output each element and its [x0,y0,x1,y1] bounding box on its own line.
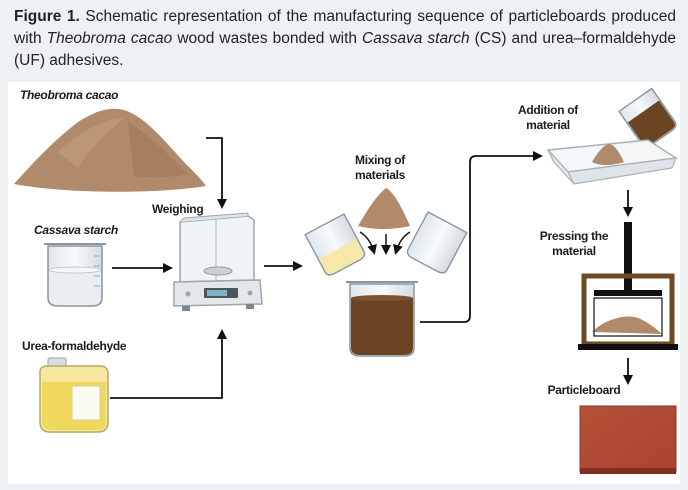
caption-species: Theobroma cacao [46,30,173,47]
caption-text-3: (CS) and urea–formaldehyde (UF) adhesive… [14,30,676,69]
hot-press-icon [578,222,678,350]
label-weighing: Weighing [152,202,203,216]
mixture-beaker-icon [346,281,418,357]
cassava-starch-beaker-icon [44,243,106,307]
tilted-beaker-starch-icon [304,213,366,276]
label-theobroma-cacao: Theobroma cacao [20,88,118,102]
label-pressing-line1: Pressing the [540,229,609,243]
label-urea-formaldehyde: Urea-formaldehyde [22,339,127,353]
arrow-uf-to-weighing [110,329,227,399]
process-diagram: Theobroma cacao Cassava starch Urea-form… [14,87,679,474]
caption-text-2: wood wastes bonded with [172,30,363,47]
mold-tray-icon [546,139,679,185]
label-cassava-starch: Cassava starch [34,223,118,237]
label-mixing-line1: Mixing of [355,153,406,167]
urea-formaldehyde-container-icon [39,357,109,433]
diagram-panel: Theobroma cacao Cassava starch Urea-form… [8,82,680,484]
caption-text-1: Schematic representation of the manufact… [14,8,676,47]
mixing-arrows-icon [359,231,411,255]
label-particleboard: Particleboard [548,383,621,397]
arrow-mixing-to-addition [420,151,543,323]
mixing-sawdust-icon [358,188,410,229]
arrow-cacao-to-weighing [206,137,227,209]
analytical-balance-icon [173,212,263,311]
particleboard-icon [579,405,677,474]
caption-prefix: Figure 1. [14,8,80,25]
tilted-beaker-uf-icon [406,211,468,274]
caption-cassava: Cassava starch [362,30,470,47]
label-addition-line2: material [526,118,570,132]
label-mixing-line2: materials [355,168,406,182]
figure-caption: Figure 1. Schematic representation of th… [14,6,676,72]
sawdust-pile-icon [14,108,206,192]
label-addition-line1: Addition of [518,103,579,117]
label-pressing-line2: material [552,244,596,258]
